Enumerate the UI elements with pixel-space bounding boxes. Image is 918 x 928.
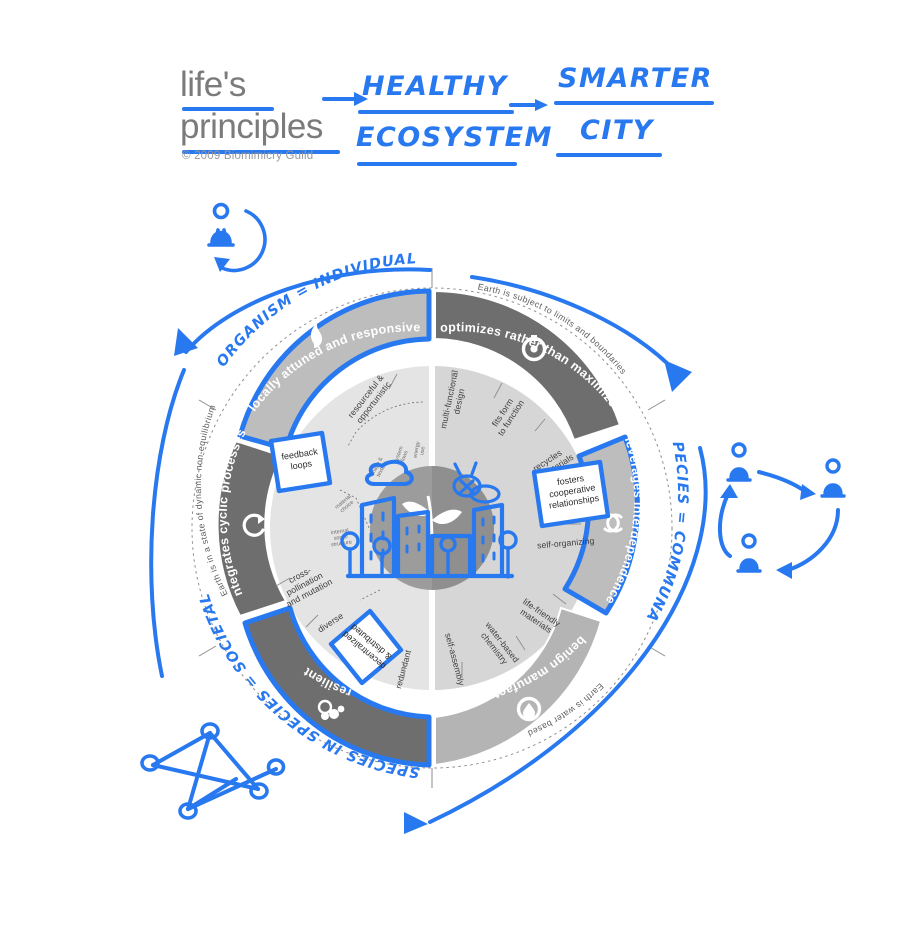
doodle-arrow-heads: [720, 484, 816, 579]
page-title-line2: principles: [180, 107, 323, 146]
doodle-single-figure-loop: [207, 202, 267, 273]
outer-dotted-rim: [191, 287, 673, 769]
sub-self-organizing: self-organizing: [537, 536, 595, 551]
inner-disc-right: [432, 366, 594, 690]
outer-blue-arcs: [149, 267, 708, 824]
title-underline-1: [182, 107, 274, 111]
outcome-2-underline-1: [554, 101, 714, 105]
network-nodes: [140, 722, 286, 820]
outcome-1-line2: ECOSYSTEM: [356, 122, 553, 153]
accent-dot: [505, 573, 511, 579]
page-title-line1: life's: [180, 65, 246, 104]
outcome-1-underline-1: [358, 110, 514, 114]
outcome-2-line2: CITY: [580, 115, 654, 146]
cycle-arrow-icon: [242, 513, 265, 537]
arrow-1-icon: [322, 92, 368, 106]
callout-decentralized-distributed[interactable]: decentralized& distributed: [328, 608, 404, 686]
segment-label: integrates cyclic processes: [0, 0, 249, 598]
flame-icon: [310, 323, 322, 348]
outer-arrow-heads: [174, 328, 692, 834]
callout-feedback-loops[interactable]: feedbackloops: [268, 430, 333, 494]
blue-city-skyline: [340, 459, 518, 579]
outcome-1-line1: HEALTHY: [362, 71, 508, 102]
arrow-2-icon: [509, 99, 548, 111]
copyright-notice: © 2009 Biomimicry Guild: [182, 150, 314, 162]
gear-circle-icon: [521, 335, 547, 362]
title-underline-2: [182, 150, 340, 154]
bubbles-icon: [317, 699, 345, 720]
doodle-network-mesh: [140, 722, 286, 820]
doodle-three-figure-cycle: [717, 442, 846, 579]
callout-fosters-cooperative[interactable]: fosterscooperativerelationships: [531, 459, 611, 529]
outcome-1-underline-2: [357, 162, 517, 166]
segment-leverages-interdependence[interactable]: leverages interdependence: [562, 434, 645, 616]
inner-label-4: systemflows: [393, 445, 410, 466]
header: life's principles © 2009 Biomimicry Guil…: [0, 55, 918, 180]
outcome-2-line1: SMARTER: [558, 63, 713, 94]
outcome-2-underline-2: [556, 153, 662, 157]
callout-text: feedbackloops: [281, 446, 321, 473]
inner-label-5: energyuse: [413, 441, 428, 460]
droplet-circle-icon: [516, 696, 542, 722]
